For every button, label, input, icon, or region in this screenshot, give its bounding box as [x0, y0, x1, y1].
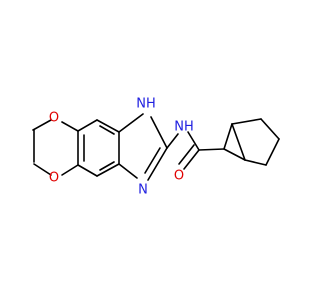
oxygen-atom-1: O [49, 111, 59, 126]
imidazole-bond-1 [118, 113, 144, 133]
benzene-bond-6 [77, 164, 98, 177]
imidazole-double-bond [144, 147, 161, 174]
carbonyl-o-bond-2 [178, 144, 195, 165]
benzene-bond-5 [96, 163, 120, 177]
cyclopropane-bond-1 [223, 123, 233, 150]
amide-linker [166, 131, 225, 170]
cyclopropane-bond-3 [231, 123, 246, 161]
c2-n-bond [166, 133, 179, 149]
benzene-bond-2 [77, 119, 98, 132]
oxygen-atom-2: O [49, 171, 59, 186]
dioxole-bond-1 [32, 119, 52, 131]
amide-nh-atom: NH [174, 120, 194, 135]
benzene-inner-bond-3 [99, 161, 115, 171]
benzene-bond-7 [61, 164, 79, 176]
dioxole-bond-2 [33, 163, 52, 176]
benzene-inner-bond-2 [99, 125, 115, 135]
cyclopentane-bond-1 [231, 118, 262, 125]
carbonyl-bicycle-bond [198, 148, 225, 151]
molecule-canvas: O O O NH N NH [32, 96, 280, 198]
carbonyl-o-bond-1 [183, 149, 200, 170]
atom-labels: O O O NH N NH [49, 97, 194, 198]
imidazole-bond-4 [147, 147, 168, 181]
imidazole-n-atom: N [138, 183, 148, 198]
fused-ring-system [32, 113, 168, 181]
imidazole-bond-2 [118, 163, 138, 179]
bicyclohexane [223, 118, 280, 166]
imidazole-nh-atom: NH [136, 97, 156, 112]
cyclopentane-bond-2 [260, 118, 280, 140]
molecule-diagram: O O O NH N NH [32, 97, 280, 198]
benzene-bond-1 [61, 121, 79, 132]
cyclopentane-bond-3 [265, 138, 280, 166]
cyclopropane-bond-2 [223, 148, 246, 161]
cyclopentane-bond-4 [244, 159, 267, 166]
imidazole-bond-3 [150, 116, 168, 149]
carbonyl-oxygen-atom: O [174, 169, 184, 184]
benzene-bond-3 [96, 119, 120, 133]
n-carbonyl-bond [187, 131, 200, 151]
